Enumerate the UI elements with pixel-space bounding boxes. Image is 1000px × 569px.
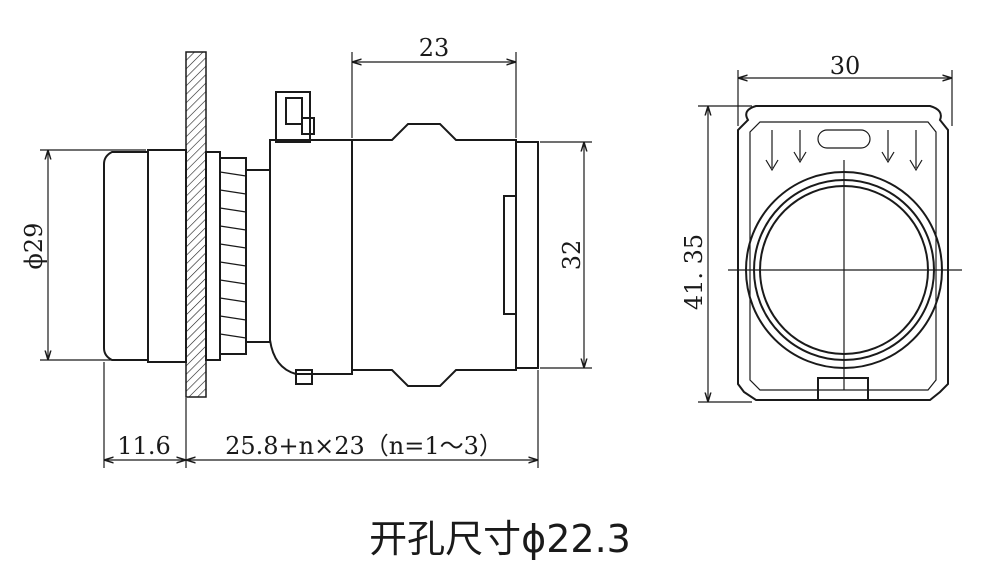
dim-label-23: 23 <box>419 34 450 62</box>
dim-label-phi29: ϕ29 <box>20 223 48 270</box>
mounting-latch <box>275 91 315 143</box>
dim-label-11-6: 11.6 <box>117 432 170 460</box>
dimension-front-width: 30 <box>737 52 953 126</box>
front-view: 30 41. 35 <box>680 52 962 403</box>
contact-block <box>351 123 539 387</box>
dim-label-body-length: 25.8+n×23（n=1～3） <box>225 432 503 460</box>
dimension-cap-diameter: ϕ29 <box>20 149 146 361</box>
threaded-bezel <box>205 151 271 361</box>
dimension-front-height: 41. 35 <box>680 105 752 403</box>
adapter-block <box>269 139 353 385</box>
dimension-top-width: 23 <box>351 34 517 138</box>
dim-label-30: 30 <box>830 52 861 80</box>
front-housing <box>737 105 949 401</box>
dimension-block-height: 32 <box>540 141 592 369</box>
button-cap <box>103 149 187 363</box>
caption-cutout-size: 开孔尺寸ϕ22.3 <box>369 517 631 561</box>
side-view: 23 32 ϕ29 11.6 25.8+n×23（n=1～3） <box>20 34 592 468</box>
dim-label-41-35: 41. 35 <box>680 234 708 310</box>
mounting-panel <box>185 51 207 398</box>
latch-arrows <box>765 129 923 172</box>
dim-label-32: 32 <box>558 240 586 271</box>
dimension-bottom-lengths: 11.6 25.8+n×23（n=1～3） <box>103 362 539 468</box>
